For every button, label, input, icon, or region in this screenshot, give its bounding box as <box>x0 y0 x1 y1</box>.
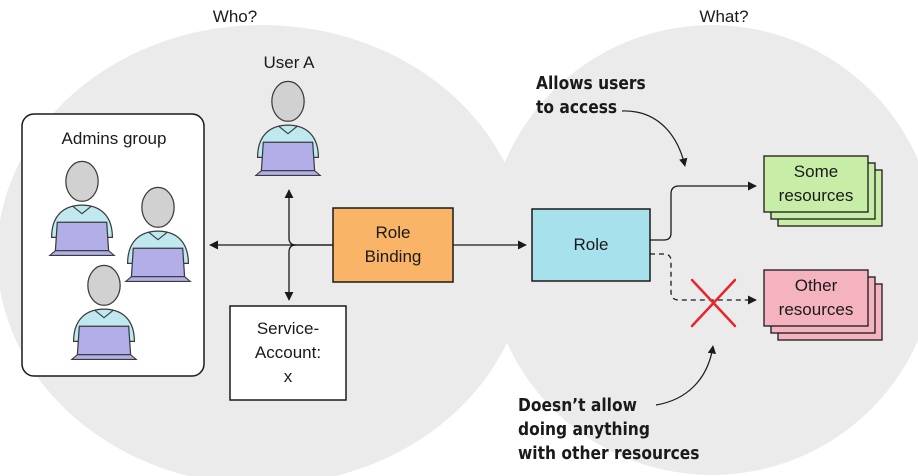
service-account-label: Service- Account: x <box>254 319 322 386</box>
binding-connectors <box>209 189 527 301</box>
denies-annotation: Doesn’t allow doing anything with other … <box>518 395 700 464</box>
some-resources-label: Some resources <box>778 162 854 205</box>
some-resources-stack <box>763 155 883 227</box>
deny-arrow <box>650 253 757 305</box>
role-label: Role <box>573 235 609 254</box>
what-circle <box>487 25 918 475</box>
user-a-label: User A <box>263 53 315 72</box>
denies-pointer <box>655 345 717 406</box>
who-header: Who? <box>212 7 258 26</box>
allows-pointer <box>621 110 688 167</box>
role-box <box>531 208 651 282</box>
deny-cross-icon <box>690 278 737 328</box>
other-resources-stack <box>763 269 883 341</box>
what-header: What? <box>699 7 749 26</box>
service-account-box <box>229 305 347 401</box>
allow-arrow <box>650 181 757 241</box>
role-binding-label: Role Binding <box>364 223 422 266</box>
allows-annotation: Allows users to access <box>536 73 646 118</box>
admins-group-label: Admins group <box>61 129 167 148</box>
other-resources-label: Other resources <box>778 276 854 319</box>
